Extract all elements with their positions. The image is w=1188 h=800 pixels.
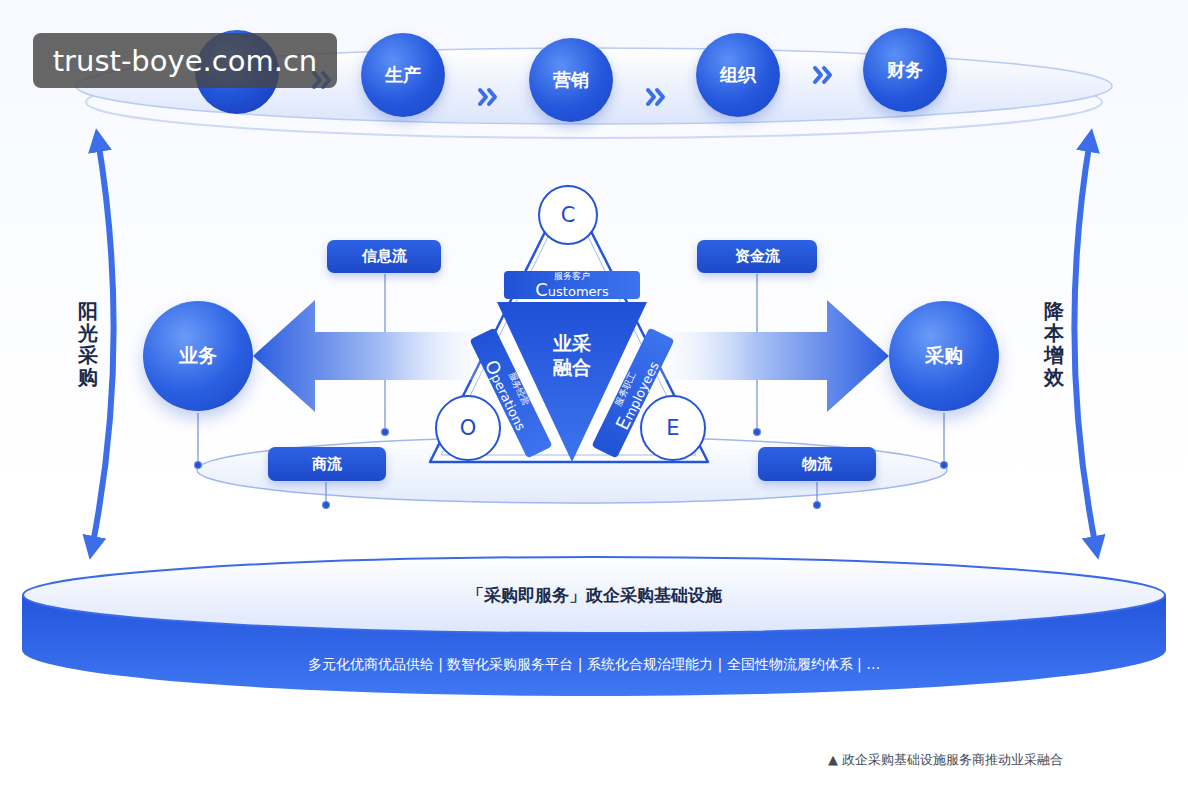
node-text: Customers [535, 281, 608, 299]
node-text: O [460, 416, 477, 440]
node-text: 组织 [720, 63, 756, 87]
flow-arrow [647, 300, 889, 412]
flow-pill: 物流 [758, 447, 876, 481]
letter-circle: E [640, 395, 706, 461]
node-text: 资金流 [735, 247, 780, 266]
node-text: 业采融合 [551, 332, 593, 380]
node-text: 服务客户 [554, 272, 590, 281]
node-text: 商流 [312, 455, 342, 474]
flow-pill: 商流 [268, 447, 386, 481]
node-text: 营销 [553, 68, 589, 92]
node-text: E [666, 416, 679, 440]
letter-circle: O [435, 395, 501, 461]
business-circle: 业务 [143, 301, 253, 411]
platform-shape [22, 555, 1166, 697]
label-band: 服务客户Customers [504, 271, 640, 299]
node-text: 业务 [179, 343, 217, 369]
side-label: 阳光采购 [78, 300, 98, 388]
side-label: 降本增效 [1044, 300, 1064, 388]
node-text: 采购 [925, 343, 963, 369]
watermark: trust-boye.com.cn [33, 33, 337, 88]
platform-face [23, 557, 1165, 633]
process-circle: 组织 [696, 33, 780, 117]
node-text: 信息流 [362, 247, 407, 266]
business-circle: 采购 [889, 301, 999, 411]
process-circle: 财务 [863, 28, 947, 112]
caption: ▲ 政企采购基础设施服务商推动业采融合 [828, 751, 1063, 769]
outer-triangle [430, 186, 708, 462]
node-text: 「采购即服务」政企采购基础设施 [22, 584, 1166, 607]
node-text: C [561, 203, 576, 227]
flow-pill: 信息流 [327, 240, 441, 273]
flow-pill: 资金流 [697, 240, 817, 273]
leader-lines [195, 274, 948, 509]
letter-circle: C [538, 185, 598, 245]
base-platform: 「采购即服务」政企采购基础设施多元化优商优品供给 | 数智化采购服务平台 | 系… [22, 555, 1166, 697]
node-text: 生产 [385, 63, 421, 87]
process-circle: 营销 [529, 38, 613, 122]
node-text: 多元化优商优品供给 | 数智化采购服务平台 | 系统化合规治理能力 | 全国性物… [22, 656, 1166, 674]
side-arrow [1074, 140, 1096, 548]
process-circle: 生产 [361, 33, 445, 117]
node-text: 物流 [802, 455, 832, 474]
node-text: 财务 [887, 58, 923, 82]
